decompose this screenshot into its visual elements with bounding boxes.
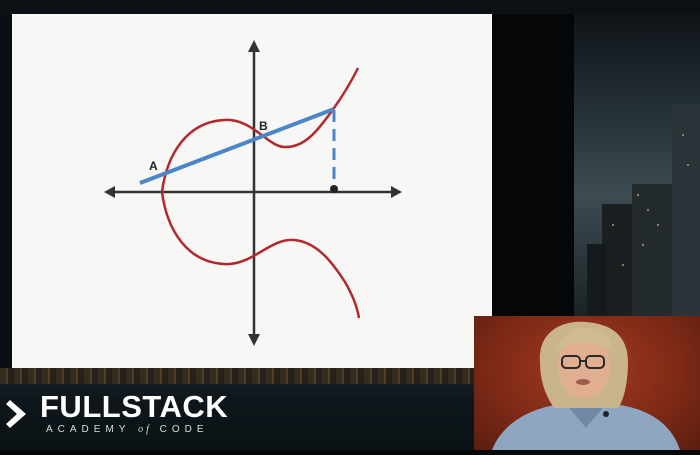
y-axis-down-arrow-icon bbox=[248, 334, 260, 346]
fullstack-logo: FULLSTACK ACADEMY of CODE bbox=[6, 388, 256, 440]
secant-line bbox=[139, 107, 335, 185]
x-axis-right-arrow-icon bbox=[391, 186, 402, 198]
x-axis-left-arrow-icon bbox=[104, 186, 115, 198]
result-point bbox=[330, 185, 338, 193]
city-lights-strip bbox=[0, 368, 480, 384]
elliptic-curve-diagram: A B bbox=[104, 40, 402, 346]
speaker-video-icon bbox=[492, 321, 680, 450]
slide: A B bbox=[12, 14, 492, 368]
point-b-label: B bbox=[259, 119, 268, 133]
skyline-icon bbox=[587, 104, 700, 316]
speaker-webcam bbox=[474, 316, 700, 450]
chevron-right-icon bbox=[6, 400, 26, 428]
background-dark-panel bbox=[492, 14, 574, 316]
curve-upper-branch bbox=[160, 67, 360, 193]
bottom-edge bbox=[0, 450, 700, 455]
y-axis-up-arrow-icon bbox=[248, 40, 260, 52]
top-strip bbox=[0, 0, 700, 14]
logo-title: FULLSTACK bbox=[40, 389, 229, 424]
point-a-label: A bbox=[149, 159, 158, 173]
curve-lower-branch bbox=[160, 191, 361, 319]
logo-subtitle: ACADEMY of CODE bbox=[46, 424, 209, 435]
